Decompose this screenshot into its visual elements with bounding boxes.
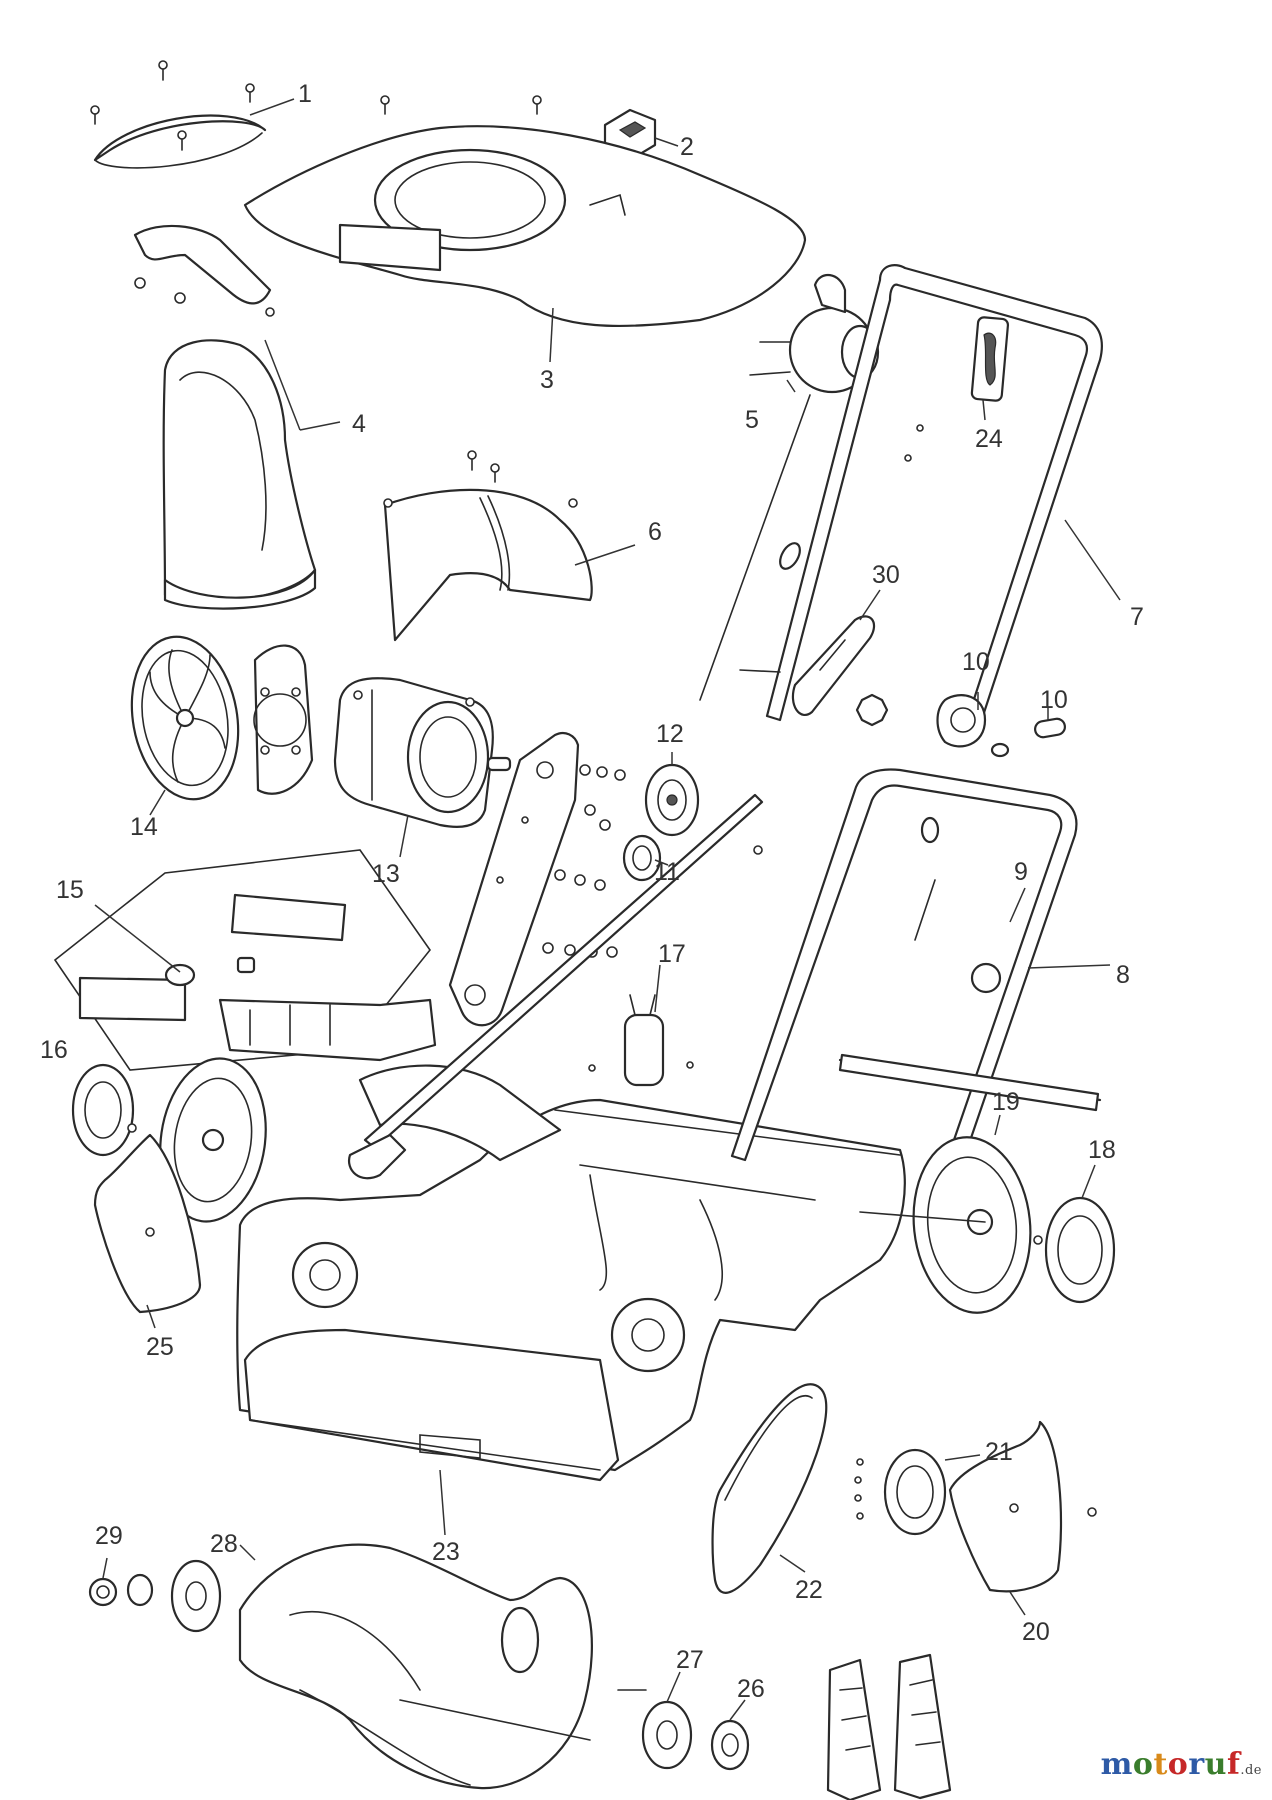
brand-letter: f xyxy=(1226,1747,1241,1782)
callout-4: 4 xyxy=(352,410,366,438)
callout-20: 20 xyxy=(1022,1618,1050,1646)
drive-washers xyxy=(542,764,763,958)
part-6-belt-cover xyxy=(383,450,593,642)
part-16-switch-box xyxy=(53,849,437,1071)
part-25-side-cover xyxy=(93,1133,202,1314)
brand-letter: o xyxy=(1167,1747,1189,1782)
part-4-chute xyxy=(133,224,341,610)
brand-letter: r xyxy=(1188,1747,1205,1782)
belt-drive-plate xyxy=(448,731,580,1027)
part-8-lower-handle xyxy=(347,768,1102,1180)
part-7-upper-handle xyxy=(765,264,1103,742)
callout-28: 28 xyxy=(210,1530,238,1558)
callout-6: 6 xyxy=(648,518,662,546)
callout-15: 15 xyxy=(56,876,84,904)
callout-17: 17 xyxy=(658,940,686,968)
brand-letter: t xyxy=(1153,1747,1168,1782)
brand-letter: o xyxy=(1132,1747,1154,1782)
part-18-hubcap xyxy=(1033,1196,1116,1304)
callout-26: 26 xyxy=(737,1675,765,1703)
part-10-knob xyxy=(855,693,1066,758)
motoruf-logo[interactable]: motoruf.de xyxy=(1101,1747,1262,1782)
callout-8: 8 xyxy=(1116,961,1130,989)
brand-letter: u xyxy=(1204,1747,1227,1782)
leader-lines xyxy=(94,98,1121,1721)
part-1-chute-ring xyxy=(90,60,267,169)
callout-30: 30 xyxy=(872,561,900,589)
callout-9: 9 xyxy=(1014,858,1028,886)
part-30-clip xyxy=(739,615,876,716)
callout-11: 11 xyxy=(654,858,680,886)
skid-plates xyxy=(826,1653,952,1800)
part-22-belt xyxy=(711,1383,828,1594)
callout-21: 21 xyxy=(985,1438,1013,1466)
part-27-bearing-cap xyxy=(617,1689,693,1770)
callout-13: 13 xyxy=(372,860,400,888)
part-23-scraper xyxy=(243,1328,620,1482)
part-29-bearing xyxy=(88,1559,222,1633)
part-14-impeller xyxy=(130,635,240,801)
callout-12: 12 xyxy=(656,720,684,748)
callout-14: 14 xyxy=(130,813,158,841)
callout-1: 1 xyxy=(298,80,312,108)
callout-10a: 10 xyxy=(962,648,990,676)
brand-suffix: .de xyxy=(1240,1763,1262,1778)
part-28-auger xyxy=(238,1543,593,1790)
callout-16: 16 xyxy=(40,1036,68,1064)
callout-24: 24 xyxy=(975,425,1003,453)
part-3-top-housing xyxy=(243,95,807,328)
part-19-right-wheel xyxy=(859,1136,1032,1314)
callout-7: 7 xyxy=(1130,603,1144,631)
callout-25: 25 xyxy=(146,1333,174,1361)
callout-5: 5 xyxy=(745,406,759,434)
motor-mount-plate xyxy=(253,644,314,795)
callout-2: 2 xyxy=(680,133,694,161)
part-17-capacitor xyxy=(588,994,694,1087)
part-11-pulley xyxy=(622,834,662,882)
callout-18: 18 xyxy=(1088,1136,1116,1164)
callout-3: 3 xyxy=(540,366,554,394)
callout-29: 29 xyxy=(95,1522,123,1550)
part-20-side-cover xyxy=(948,1420,1097,1593)
callout-10b: 10 xyxy=(1040,686,1068,714)
brand-letter: m xyxy=(1100,1747,1133,1782)
part-13-motor xyxy=(333,677,512,828)
callout-19: 19 xyxy=(992,1088,1020,1116)
part-26-bushing xyxy=(710,1719,750,1771)
callout-27: 27 xyxy=(676,1646,704,1674)
callout-22: 22 xyxy=(795,1576,823,1604)
callout-labels: 1 2 3 4 5 6 7 8 9 10 10 11 12 13 14 15 1… xyxy=(40,80,1144,1703)
left-wheel xyxy=(71,1057,267,1223)
part-12-pulley xyxy=(644,763,700,837)
callout-23: 23 xyxy=(432,1538,460,1566)
